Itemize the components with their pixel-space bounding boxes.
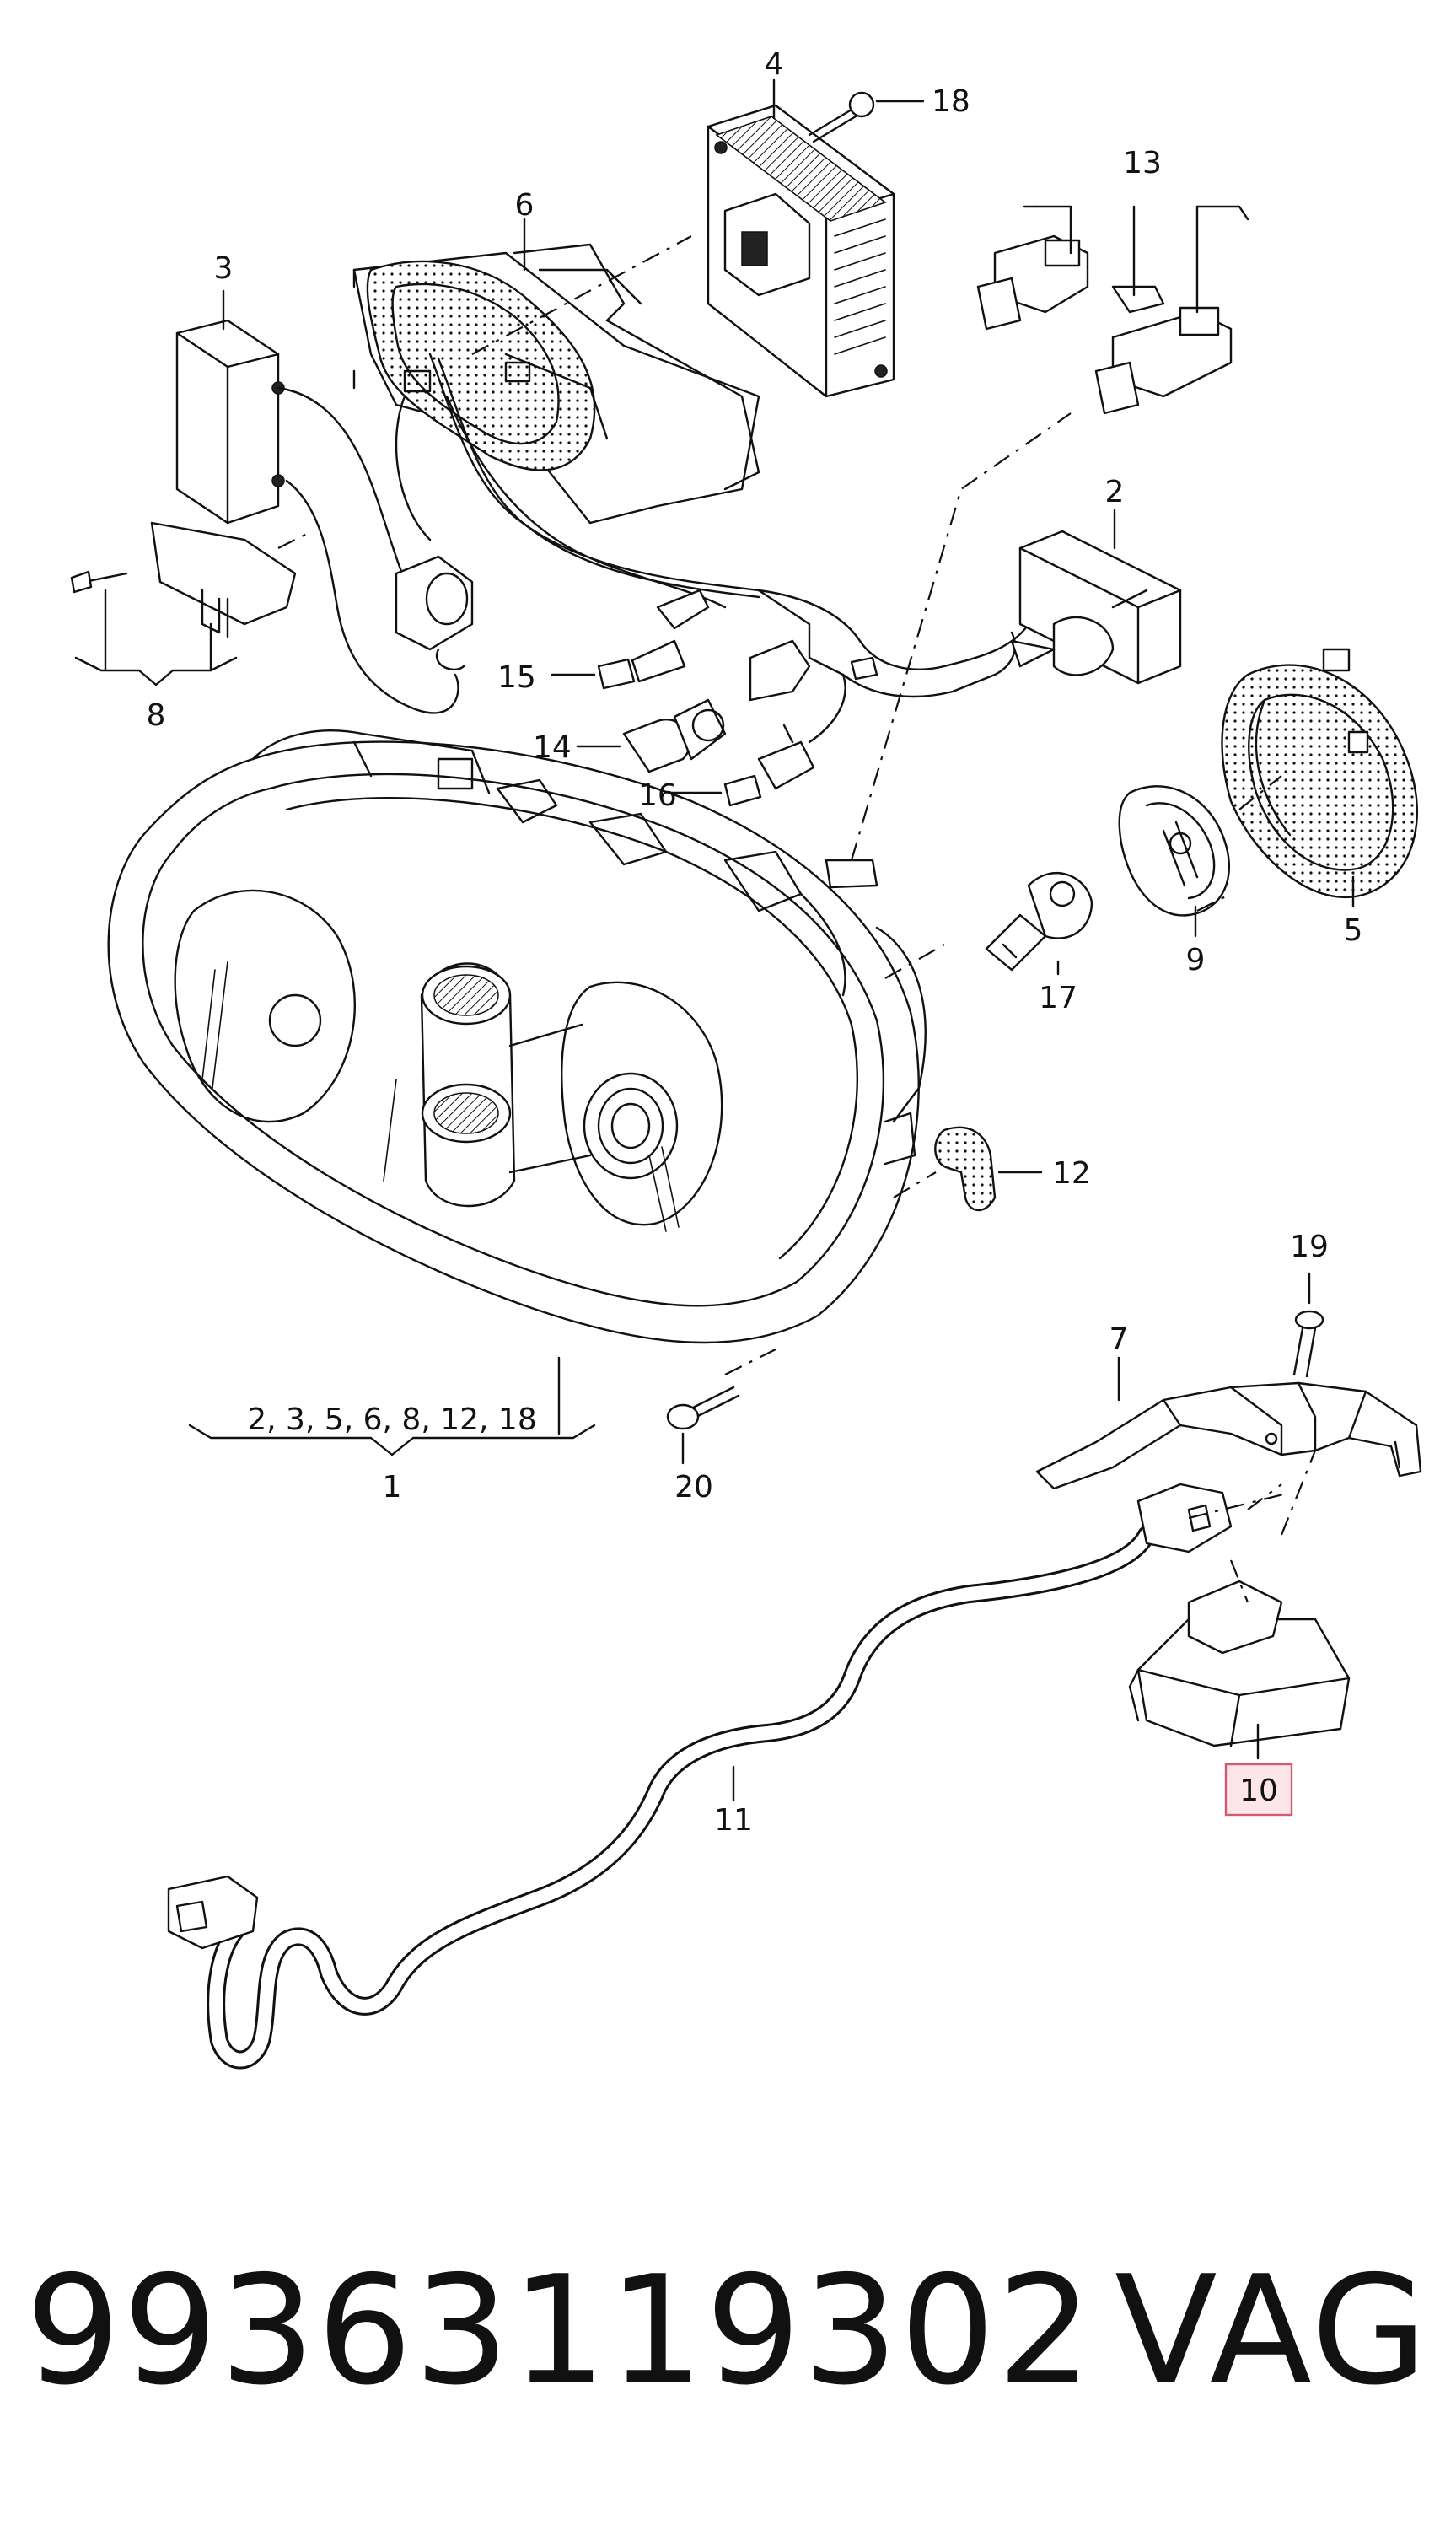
part-2-motor (1010, 530, 1182, 685)
label-6: 6 (515, 188, 535, 223)
part-15-bulb (551, 639, 686, 690)
part-10-module (1128, 1580, 1351, 1747)
part-12-boot (934, 1126, 997, 1212)
label-8: 8 (147, 698, 166, 733)
part-7-bracket (1035, 1381, 1422, 1490)
part-18-screw (808, 91, 925, 143)
part-labels: 4 18 13 6 3 2 15 8 14 16 5 9 17 12 19 7 … (147, 47, 1363, 1838)
leader-dashes (277, 235, 1317, 1603)
brand-name: VAG (1115, 2243, 1429, 2418)
label-16: 16 (638, 778, 677, 813)
part-20-screw (666, 1386, 740, 1465)
label-11: 11 (714, 1803, 753, 1838)
part-4-control-unit (707, 104, 895, 398)
label-1: 1 (383, 1470, 402, 1505)
label-10: 10 (1239, 1774, 1278, 1808)
part-5-ring (1221, 648, 1418, 899)
part-3-module (175, 319, 285, 525)
part-11-harness (167, 1483, 1233, 2070)
label-3: 3 (214, 251, 234, 286)
footer: 99363119302 VAG (25, 2243, 1429, 2418)
label-20: 20 (674, 1470, 713, 1505)
label-19: 19 (1290, 1230, 1329, 1264)
label-2: 2 (1105, 475, 1125, 509)
leaders (74, 78, 1355, 1802)
label-14: 14 (533, 730, 572, 765)
label-17: 17 (1039, 981, 1077, 1015)
label-4: 4 (765, 47, 784, 82)
label-12: 12 (1052, 1156, 1091, 1191)
part-6-frame (352, 243, 760, 525)
label-7: 7 (1109, 1322, 1129, 1357)
label-10-highlight[interactable]: 10 (1224, 1763, 1293, 1817)
label-15: 15 (497, 660, 536, 695)
part-16-bulb (669, 724, 815, 807)
label-13: 13 (1123, 146, 1162, 180)
label-5: 5 (1344, 913, 1363, 948)
part-14-bulb (576, 698, 727, 773)
part-9-adapter (1118, 785, 1231, 917)
label-18: 18 (932, 84, 970, 119)
part-number: 99363119302 (25, 2243, 1094, 2418)
label-9: 9 (1186, 943, 1206, 977)
control-unit-fins (834, 218, 886, 355)
headlamp-housing (107, 729, 927, 1344)
part-13-sensors (976, 205, 1249, 415)
part-17-bulb (985, 871, 1093, 972)
label-1-group: 2, 3, 5, 6, 8, 12, 18 (247, 1402, 536, 1437)
part-19-screw (1292, 1272, 1324, 1378)
part-8-bracket (70, 521, 297, 638)
